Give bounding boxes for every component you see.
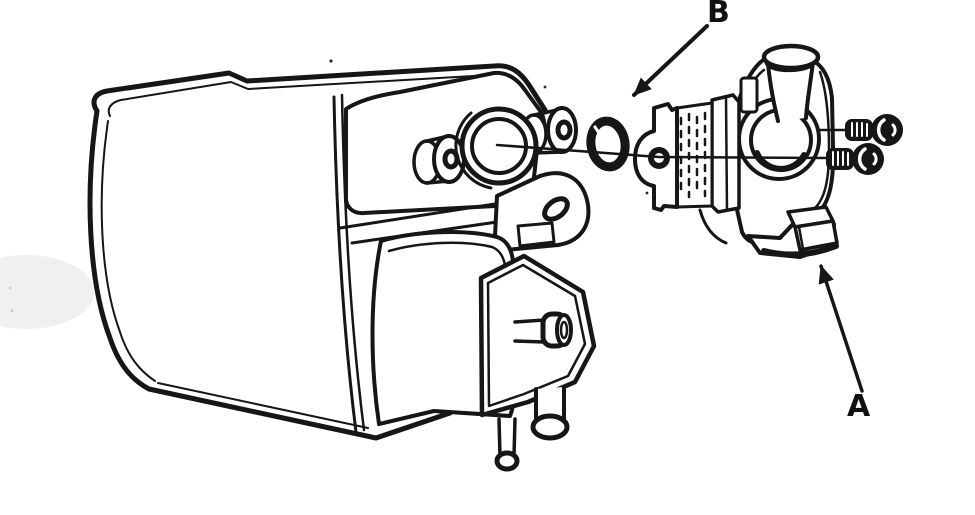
valve-boss-shade-arc [754, 150, 807, 172]
o-ring-highlight [593, 125, 603, 138]
valve-connector-front-face [793, 219, 839, 252]
screw-upper-threads [845, 119, 873, 141]
screw-upper-head-slot [876, 118, 886, 142]
screw-lower-head-notch [872, 152, 878, 166]
callout-arrow-b [632, 24, 709, 97]
chamber-left-bottom-outline [87, 108, 453, 441]
screw-lower-head [852, 143, 884, 175]
iac-valve [633, 43, 839, 259]
chamber-bottom-inner-line [157, 382, 369, 429]
callout-arrow-b-line [632, 24, 709, 97]
screw-upper-head-notch [891, 123, 897, 137]
hose-fitting-thin-fill [499, 419, 515, 456]
scan-artifact-blob [0, 255, 94, 329]
hose-fitting-thin-left-edge [497, 417, 502, 458]
valve-top-tube-rim [761, 43, 821, 71]
valve-top-tab [739, 76, 759, 114]
bolt-boss-right-face [546, 106, 578, 154]
bracket-lobe [338, 171, 591, 252]
valve-texture-dashes [679, 111, 707, 199]
intake-port-counterbore-arc [454, 111, 493, 190]
valve-top-tube-fill [767, 62, 814, 121]
valve-connector-underline [761, 243, 839, 258]
hose-fitting-thick [530, 385, 570, 441]
valve-top-tube-collar [764, 59, 818, 73]
valve-texture-section [675, 101, 714, 209]
valve-mid-plate-inner-line [724, 96, 729, 212]
hose-nipple [513, 311, 573, 349]
leader-line-axis [495, 143, 828, 160]
valve-flange-bottom-step [698, 208, 728, 245]
label-b: B [707, 0, 730, 30]
label-a: A [847, 389, 871, 424]
valve-top-tube [761, 43, 821, 123]
o-ring-body [586, 116, 630, 172]
hose-fitting-thin-cap [494, 450, 520, 472]
valve-connector-divider-line [797, 225, 805, 251]
bracket-lobe-hole [542, 196, 570, 222]
air-chamber [85, 63, 597, 472]
hose-nipple-bore [559, 320, 569, 340]
mount-bracket-plate [478, 253, 597, 418]
bolt-boss-right-hole [555, 119, 573, 141]
hose-fitting-thick-cap [530, 413, 570, 441]
hose-fitting-thin [494, 417, 520, 472]
valve-mid-plate [710, 93, 741, 214]
screw-lower-head-slot [857, 147, 867, 171]
screw-lower-threads [826, 148, 854, 170]
mount-bracket-plate-inner-line [486, 263, 587, 408]
chamber-left-inner-line [100, 120, 156, 382]
hose-fitting-thin-right-edge [512, 417, 517, 458]
valve-top-tube-left-edge [766, 62, 780, 123]
chamber-front-step-line-inner [340, 93, 366, 432]
screw-upper [816, 114, 903, 146]
bracket-step-tab [516, 221, 556, 248]
chamber-top-outline [91, 63, 548, 114]
valve-connector [746, 205, 839, 259]
valve-top-tube-right-edge [804, 60, 815, 120]
screw-lower [826, 143, 884, 175]
hose-nipple-neck-bottom [513, 339, 546, 344]
mount-bracket-plate-outline [478, 253, 597, 418]
hose-nipple-end-face [555, 313, 573, 347]
bolt-boss-left [412, 134, 466, 185]
bracket-arm-top-edge [338, 198, 522, 230]
callout-arrow-a-line [818, 264, 864, 393]
chamber-front-step-line-outer [332, 95, 358, 434]
screw-upper-head [871, 114, 903, 146]
o-ring [586, 116, 630, 172]
hose-nipple-neck-top [513, 318, 546, 324]
callout-arrow-a [818, 264, 864, 393]
scan-specks [8, 59, 649, 313]
